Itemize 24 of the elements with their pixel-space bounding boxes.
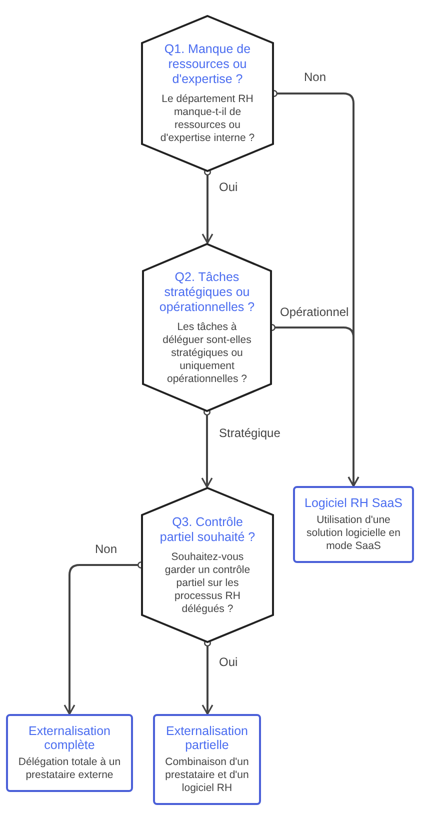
outcome-box [6,714,133,792]
edge-label: Stratégique [218,426,282,440]
outcome-box [293,486,414,563]
question-text: Les tâches à déléguer sont-elles stratégiques ou uniquement opérationnelles ? [162,320,252,386]
edge-label: Oui [218,655,239,669]
edge-label: Opérationnel [279,305,350,319]
outcome-text: Délégation totale à un prestataire externe [17,756,122,782]
outcome-title: Logiciel RH SaaS [304,496,402,510]
edge-label: Non [303,70,328,84]
outcome-text: Utilisation d'une solution logicielle en mode SaaS [306,514,402,553]
edge-label: Non [94,542,118,556]
arrow [201,408,213,488]
question-title: Q1. Manque de ressources ou d'expertise ? [163,42,252,87]
outcome-text: Combinaison d'un prestataire et d'un logiciel RH [164,756,250,795]
arrow [202,168,214,244]
outcome-title: Externalisation complète [28,724,112,752]
outcome-box [153,714,261,805]
outcome-title: Externalisation partielle [165,724,249,752]
question-title: Q3. Contrôle partiel souhaité ? [158,514,256,544]
question-title: Q2. Tâches stratégiques ou opérationnelles ? [158,270,256,314]
edge-label: Oui [218,180,239,194]
question-text: Le département RH manque-t-il de ressources ou d'expertise interne ? [159,93,256,145]
question-text: Souhaitez-vous garder un contrôle partiel sur les processus RH délégués ? [164,550,252,616]
arrow [202,639,214,715]
